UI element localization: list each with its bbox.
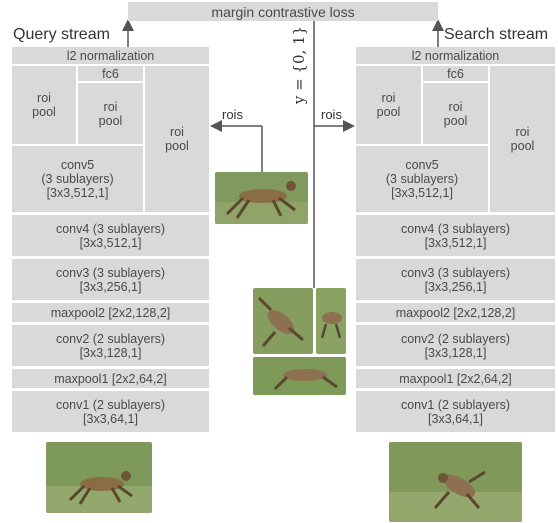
search-stream-title: Search stream (444, 26, 549, 43)
query-conv1: conv1 (2 sublayers) [3x3,64,1] (12, 391, 209, 432)
query-fc6: fc6 (78, 66, 143, 81)
query-conv2: conv2 (2 sublayers) [3x3,128,1] (12, 325, 209, 366)
search-roi-crop-image-3 (253, 357, 346, 395)
search-input-image (389, 442, 522, 522)
search-l2-normalization: l2 normalization (356, 47, 555, 64)
query-roi-crop-image (215, 172, 308, 224)
search-roi-pool-3: roi pool (490, 66, 555, 212)
search-conv2: conv2 (2 sublayers) [3x3,128,1] (356, 325, 555, 366)
rois-right-label: rois (321, 107, 342, 122)
search-conv4: conv4 (3 sublayers) [3x3,512,1] (356, 215, 555, 256)
rois-left-label: rois (222, 107, 243, 122)
query-stream-title: Query stream (13, 26, 110, 43)
query-maxpool2: maxpool2 [2x2,128,2] (12, 303, 209, 322)
query-maxpool1: maxpool1 [2x2,64,2] (12, 369, 209, 388)
search-conv1: conv1 (2 sublayers) [3x3,64,1] (356, 391, 555, 432)
query-roi-pool-1: roi pool (12, 66, 76, 144)
search-roi-crop-image-1 (253, 288, 313, 354)
search-maxpool2: maxpool2 [2x2,128,2] (356, 303, 555, 322)
search-roi-crop-image-2 (316, 288, 346, 354)
query-input-image (46, 442, 152, 513)
margin-contrastive-loss: margin contrastive loss (128, 2, 438, 21)
search-roi-pool-1: roi pool (356, 66, 421, 144)
search-conv3: conv3 (3 sublayers) [3x3,256,1] (356, 259, 555, 300)
search-roi-pool-2: roi pool (423, 83, 488, 144)
query-l2-normalization: l2 normalization (12, 47, 209, 64)
query-conv3: conv3 (3 sublayers) [3x3,256,1] (12, 259, 209, 300)
label-y-equation: y = {0, 1} (290, 25, 308, 105)
search-maxpool1: maxpool1 [2x2,64,2] (356, 369, 555, 388)
query-conv5: conv5 (3 sublayers) [3x3,512,1] (12, 146, 143, 212)
query-conv4: conv4 (3 sublayers) [3x3,512,1] (12, 215, 209, 256)
search-conv5: conv5 (3 sublayers) [3x3,512,1] (356, 146, 488, 212)
query-roi-pool-2: roi pool (78, 83, 143, 144)
search-fc6: fc6 (423, 66, 488, 81)
query-roi-pool-3: roi pool (145, 66, 209, 212)
